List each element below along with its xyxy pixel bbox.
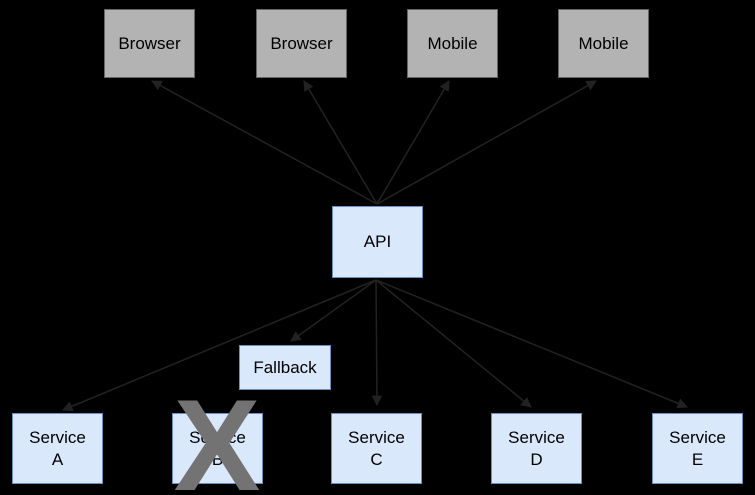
client-node-browser-1[interactable]: Browser: [104, 9, 195, 78]
edge-api-to-mobile-2: [376, 80, 597, 205]
edge-api-to-browser-1: [151, 80, 378, 205]
api-label: API: [363, 232, 392, 251]
client-node-browser-2[interactable]: Browser: [256, 9, 347, 78]
client-label: Browser: [118, 33, 181, 53]
client-node-mobile-1[interactable]: Mobile: [407, 9, 498, 78]
api-node[interactable]: API: [332, 206, 423, 278]
client-label: Mobile: [578, 33, 629, 53]
client-label: Mobile: [427, 33, 478, 53]
edge-api-to-service-e: [375, 279, 688, 409]
fallback-node[interactable]: Fallback: [239, 345, 331, 390]
edge-api-to-service-d: [375, 279, 532, 408]
edge-api-to-browser-2: [303, 80, 378, 205]
fallback-label: Fallback: [253, 357, 317, 377]
client-node-mobile-2[interactable]: Mobile: [558, 9, 649, 78]
edge-api-to-service-a: [62, 279, 377, 412]
edge-api-to-mobile-1: [376, 80, 450, 205]
edge-api-to-service-c: [371, 279, 383, 407]
client-label: Browser: [270, 33, 333, 53]
edge-api-to-fallback: [290, 279, 377, 342]
